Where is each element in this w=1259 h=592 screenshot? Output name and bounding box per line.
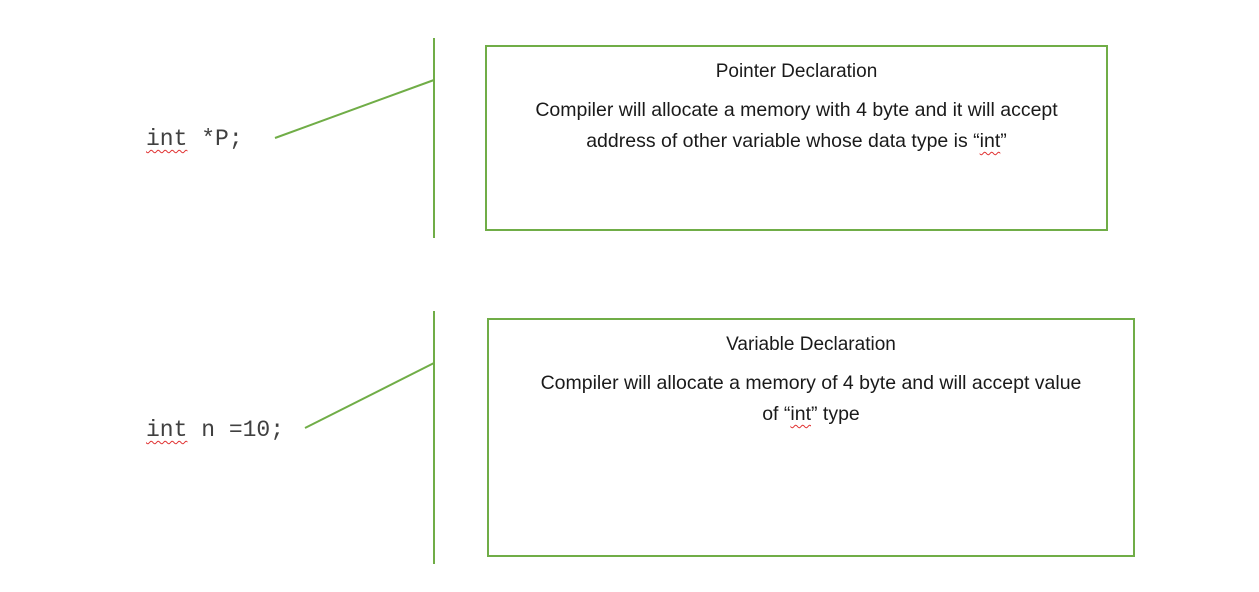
- pointer-code-rest: *P;: [187, 126, 243, 152]
- variable-code-rest: n =10;: [187, 417, 285, 443]
- variable-box-body-line1: Compiler will allocate a memory of 4 byt…: [540, 372, 1082, 394]
- pointer-box-title: Pointer Declaration: [715, 61, 878, 82]
- variable-box-body-line2-pre: of “: [762, 403, 791, 425]
- pointer-box-body-line2-pre: address of other variable whose data typ…: [586, 130, 980, 152]
- variable-box-body-line2-keyword: int: [790, 403, 811, 425]
- pointer-declaration-box: Pointer Declaration Compiler will alloca…: [485, 45, 1108, 231]
- variable-declaration-box: Variable Declaration Compiler will alloc…: [487, 318, 1135, 557]
- pointer-connector-line: [274, 79, 435, 139]
- pointer-box-body-line1: Compiler will allocate a memory with 4 b…: [535, 99, 1058, 121]
- variable-box-body: Compiler will allocate a memory of 4 byt…: [489, 368, 1133, 430]
- pointer-box-body-line2-post: ”: [1000, 130, 1007, 152]
- pointer-code-keyword: int: [146, 126, 188, 152]
- variable-box-body-line2-post: ” type: [811, 403, 860, 425]
- variable-code: int n =10;: [146, 416, 284, 444]
- variable-code-keyword: int: [146, 417, 188, 443]
- pointer-box-body: Compiler will allocate a memory with 4 b…: [487, 95, 1106, 157]
- variable-box-title: Variable Declaration: [726, 334, 896, 355]
- variable-connector-line: [304, 362, 435, 429]
- pointer-code: int *P;: [146, 125, 243, 153]
- pointer-box-body-line2-keyword: int: [979, 130, 1001, 152]
